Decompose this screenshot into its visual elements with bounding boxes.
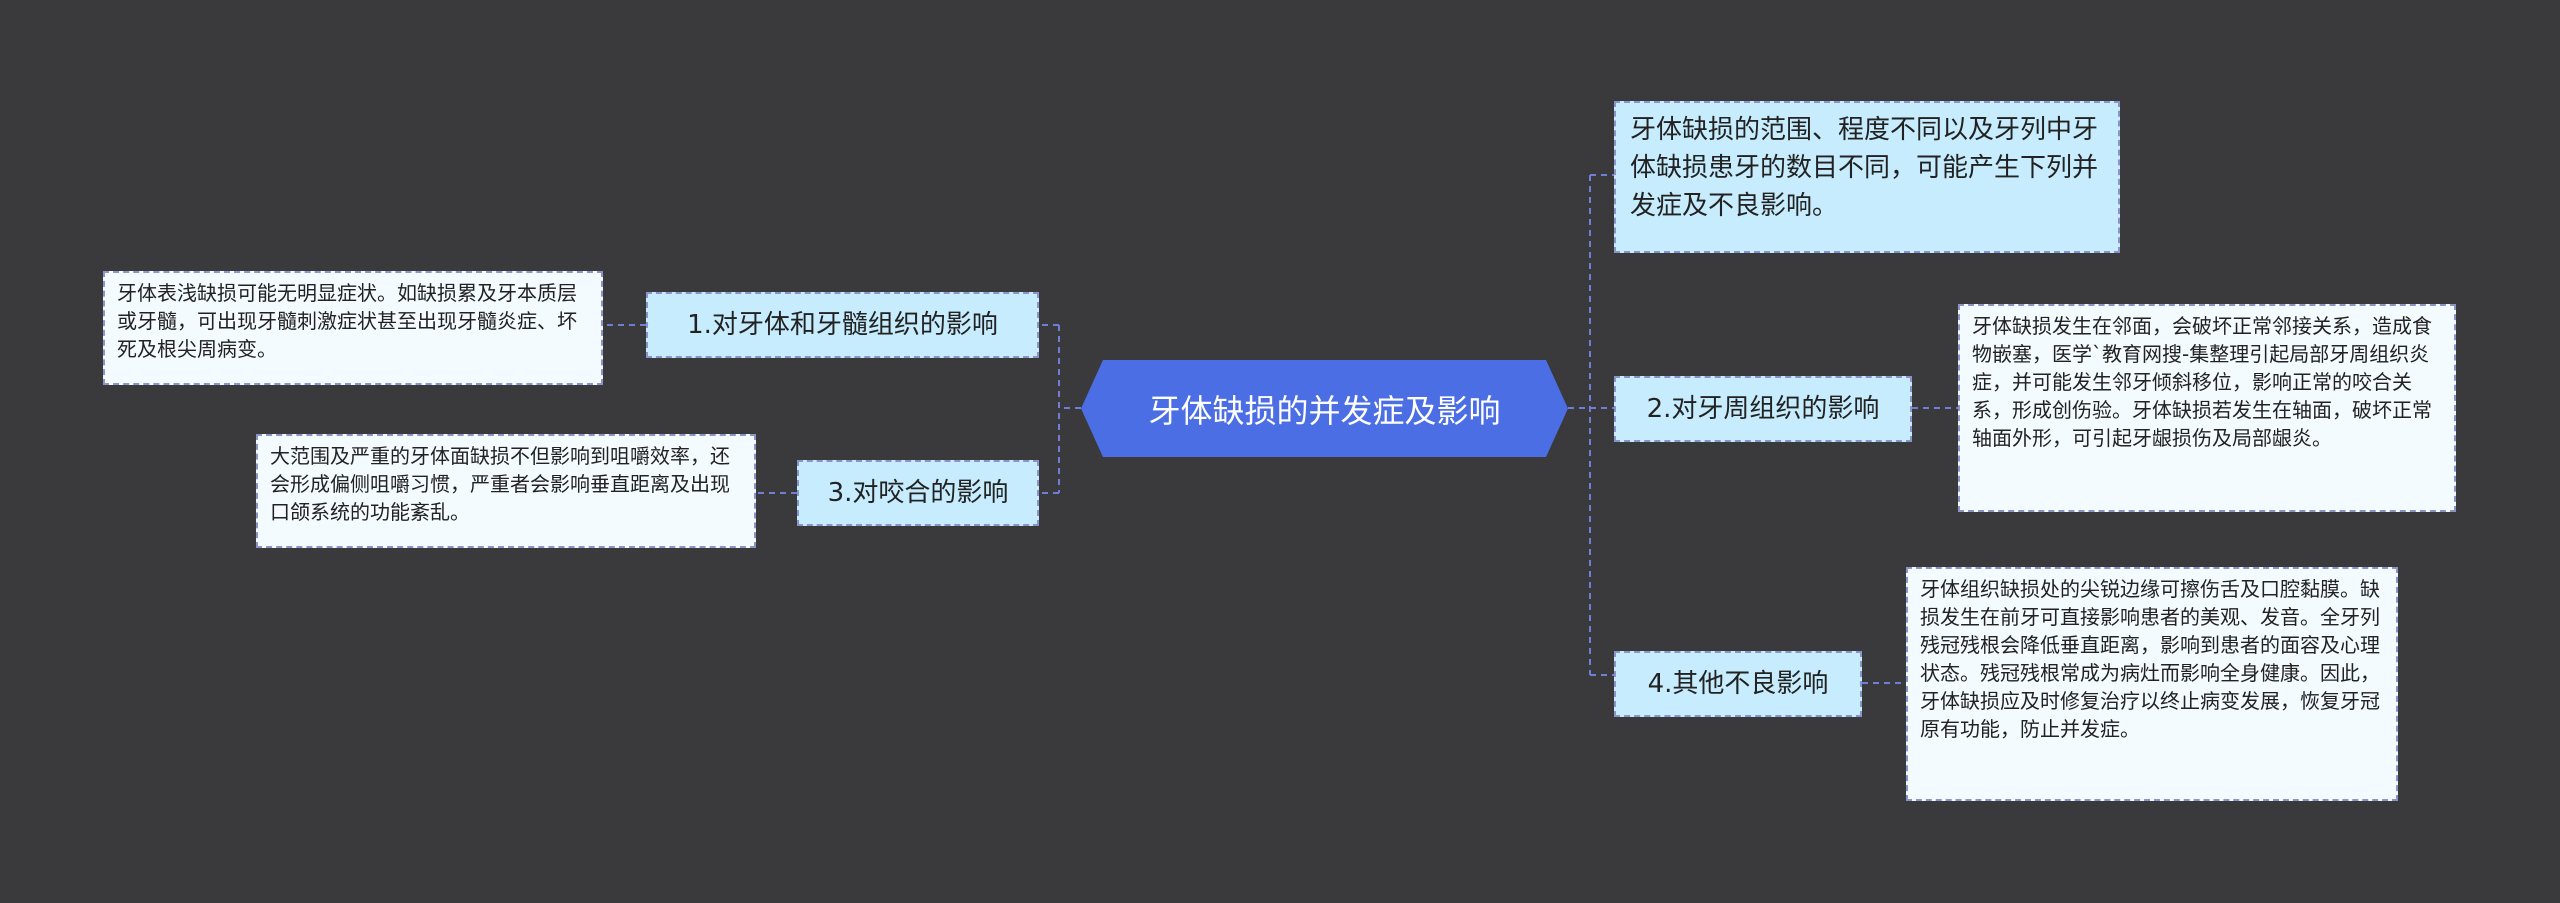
branch-4-detail[interactable]: 牙体组织缺损处的尖锐边缘可擦伤舌及口腔黏膜。缺损发生在前牙可直接影响患者的美观、… [1906,567,2398,801]
branch-2-detail-text: 牙体缺损发生在邻面，会破坏正常邻接关系，造成食物嵌塞，医学`教育网搜-集整理引起… [1972,314,2432,450]
branch-1-detail-text: 牙体表浅缺损可能无明显症状。如缺损累及牙本质层或牙髓，可出现牙髓刺激症状甚至出现… [117,281,577,361]
branch-3-detail-text: 大范围及严重的牙体面缺损不但影响到咀嚼效率，还会形成偏侧咀嚼习惯，严重者会影响垂… [270,444,730,524]
branch-2-detail[interactable]: 牙体缺损发生在邻面，会破坏正常邻接关系，造成食物嵌塞，医学`教育网搜-集整理引起… [1958,304,2456,512]
connector-right-trunk [1568,175,1591,675]
branch-4-node[interactable]: 4.其他不良影响 [1614,651,1862,717]
root-topic-label: 牙体缺损的并发症及影响 [1148,391,1501,430]
branch-3-label: 3.对咬合的影响 [827,478,1009,508]
branch-4-detail-text: 牙体组织缺损处的尖锐边缘可擦伤舌及口腔黏膜。缺损发生在前牙可直接影响患者的美观、… [1920,577,2380,741]
root-topic[interactable]: 牙体缺损的并发症及影响 [1081,360,1568,457]
branch-2-node[interactable]: 2.对牙周组织的影响 [1614,376,1912,442]
intro-node[interactable]: 牙体缺损的范围、程度不同以及牙列中牙体缺损患牙的数目不同，可能产生下列并发症及不… [1614,101,2120,253]
branch-2-label: 2.对牙周组织的影响 [1646,394,1880,424]
intro-text: 牙体缺损的范围、程度不同以及牙列中牙体缺损患牙的数目不同，可能产生下列并发症及不… [1630,115,2099,221]
branch-1-detail[interactable]: 牙体表浅缺损可能无明显症状。如缺损累及牙本质层或牙髓，可出现牙髓刺激症状甚至出现… [103,271,603,385]
branch-3-node[interactable]: 3.对咬合的影响 [797,460,1039,526]
connector-left-trunk [1058,325,1081,493]
branch-3-detail[interactable]: 大范围及严重的牙体面缺损不但影响到咀嚼效率，还会形成偏侧咀嚼习惯，严重者会影响垂… [256,434,756,548]
branch-1-label: 1.对牙体和牙髓组织的影响 [687,310,998,340]
branch-1-node[interactable]: 1.对牙体和牙髓组织的影响 [646,292,1039,358]
branch-4-label: 4.其他不良影响 [1647,669,1829,699]
